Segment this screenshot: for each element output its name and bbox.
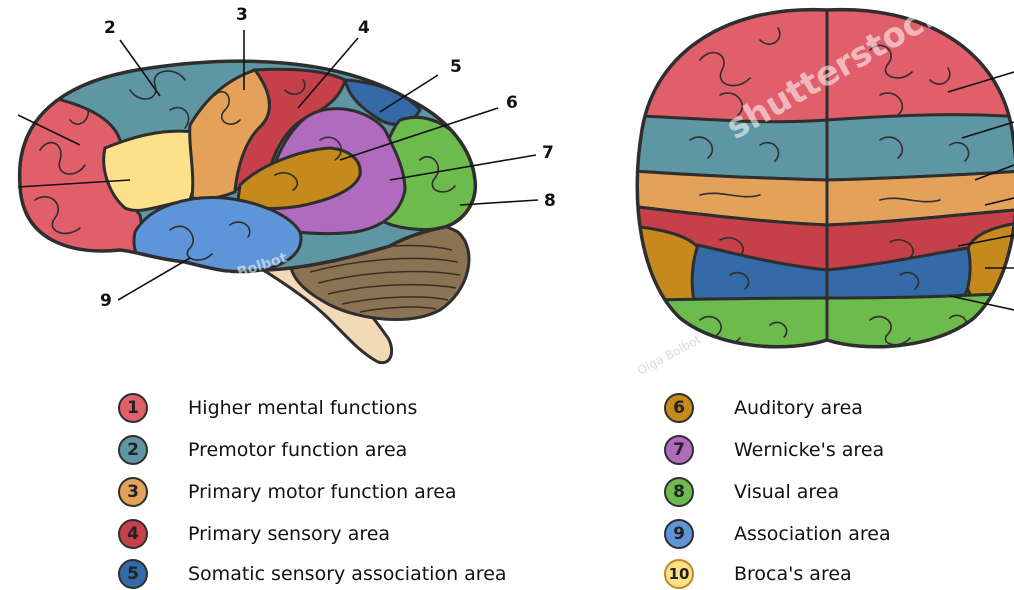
legend-label-4: Primary sensory area	[188, 523, 390, 545]
legend-label-8: Visual area	[734, 481, 839, 503]
legend-label-1: Higher mental functions	[188, 397, 417, 419]
legend-badge-8: 8	[664, 477, 694, 507]
legend-badge-6: 6	[664, 393, 694, 423]
legend-item-9: 9 Association area	[664, 518, 891, 550]
legend-item-3: 3 Primary motor function area	[118, 476, 457, 508]
legend-badge-2: 2	[118, 435, 148, 465]
legend-label-2: Premotor function area	[188, 439, 407, 461]
legend-badge-3: 3	[118, 477, 148, 507]
legend-label-5: Somatic sensory association area	[188, 563, 507, 585]
legend-item-6: 6 Auditory area	[664, 392, 863, 424]
legend-item-4: 4 Primary sensory area	[118, 518, 390, 550]
legend-item-8: 8 Visual area	[664, 476, 839, 508]
legend-item-7: 7 Wernicke's area	[664, 434, 884, 466]
legend-badge-9: 9	[664, 519, 694, 549]
legend-item-1: 1 Higher mental functions	[118, 392, 417, 424]
legend-badge-7: 7	[664, 435, 694, 465]
legend-badge-10: 10	[664, 559, 694, 589]
legend-badge-1: 1	[118, 393, 148, 423]
legend-label-10: Broca's area	[734, 563, 852, 585]
legend-badge-5: 5	[118, 559, 148, 589]
legend-label-9: Association area	[734, 523, 891, 545]
legend-label-7: Wernicke's area	[734, 439, 884, 461]
legend-label-6: Auditory area	[734, 397, 863, 419]
legend-item-5: 5 Somatic sensory association area	[118, 558, 507, 590]
legend-badge-4: 4	[118, 519, 148, 549]
legend-item-2: 2 Premotor function area	[118, 434, 407, 466]
legend-item-10: 10 Broca's area	[664, 558, 852, 590]
legend-label-3: Primary motor function area	[188, 481, 457, 503]
